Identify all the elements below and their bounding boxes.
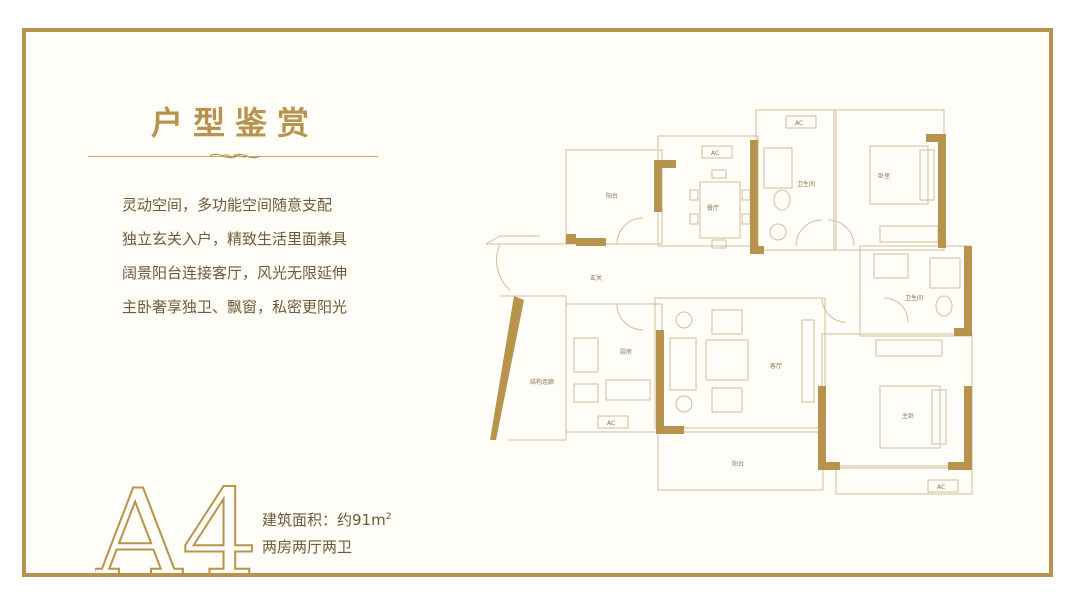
feature-list: 灵动空间，多功能空间随意支配 独立玄关入户，精致生活里面兼具 阔景阳台连接客厅，… — [122, 188, 382, 324]
area-spec: 建筑面积：约91m2 — [262, 509, 391, 530]
page-frame — [22, 28, 1053, 577]
room-structure: 结构连廊 — [530, 378, 554, 386]
room-foyer: 玄关 — [590, 274, 602, 282]
room-kitchen: 厨房 — [620, 348, 632, 356]
room-bedroom: 卧室 — [878, 172, 890, 180]
page-title: 户型鉴赏 — [150, 104, 319, 142]
ornament-icon — [209, 153, 261, 159]
room-master: 主卧 — [902, 412, 914, 420]
layout-spec: 两房两厅两卫 — [262, 538, 353, 556]
model-code: A4 — [95, 470, 255, 580]
area-unit-superscript: 2 — [385, 512, 392, 522]
room-dining: 餐厅 — [707, 204, 719, 212]
room-balcony-bottom: 阳台 — [732, 460, 744, 468]
room-living: 客厅 — [770, 362, 782, 370]
room-bath-top: 卫生间 — [797, 180, 815, 188]
model-code-mark: A4 — [95, 470, 255, 580]
ac-label: AC — [795, 120, 803, 127]
ac-label: AC — [937, 484, 945, 491]
ac-label: AC — [607, 420, 615, 427]
area-label: 建筑面积：约91m — [262, 511, 386, 529]
feature-item: 灵动空间，多功能空间随意支配 — [122, 196, 333, 214]
ac-label: AC — [711, 150, 719, 157]
feature-item: 独立玄关入户，精致生活里面兼具 — [122, 230, 348, 248]
feature-item: 阔景阳台连接客厅，风光无限延伸 — [122, 264, 348, 282]
room-bath-right: 卫生间 — [905, 294, 923, 302]
feature-item: 主卧奢享独卫、飘窗，私密更阳光 — [122, 298, 348, 316]
floor-plan: 阳台 餐厅 卫生间 卧室 玄关 厨房 客厅 卫生间 主卧 阳台 结构连廊 AC … — [486, 109, 973, 495]
room-balcony-top: 阳台 — [606, 192, 618, 200]
